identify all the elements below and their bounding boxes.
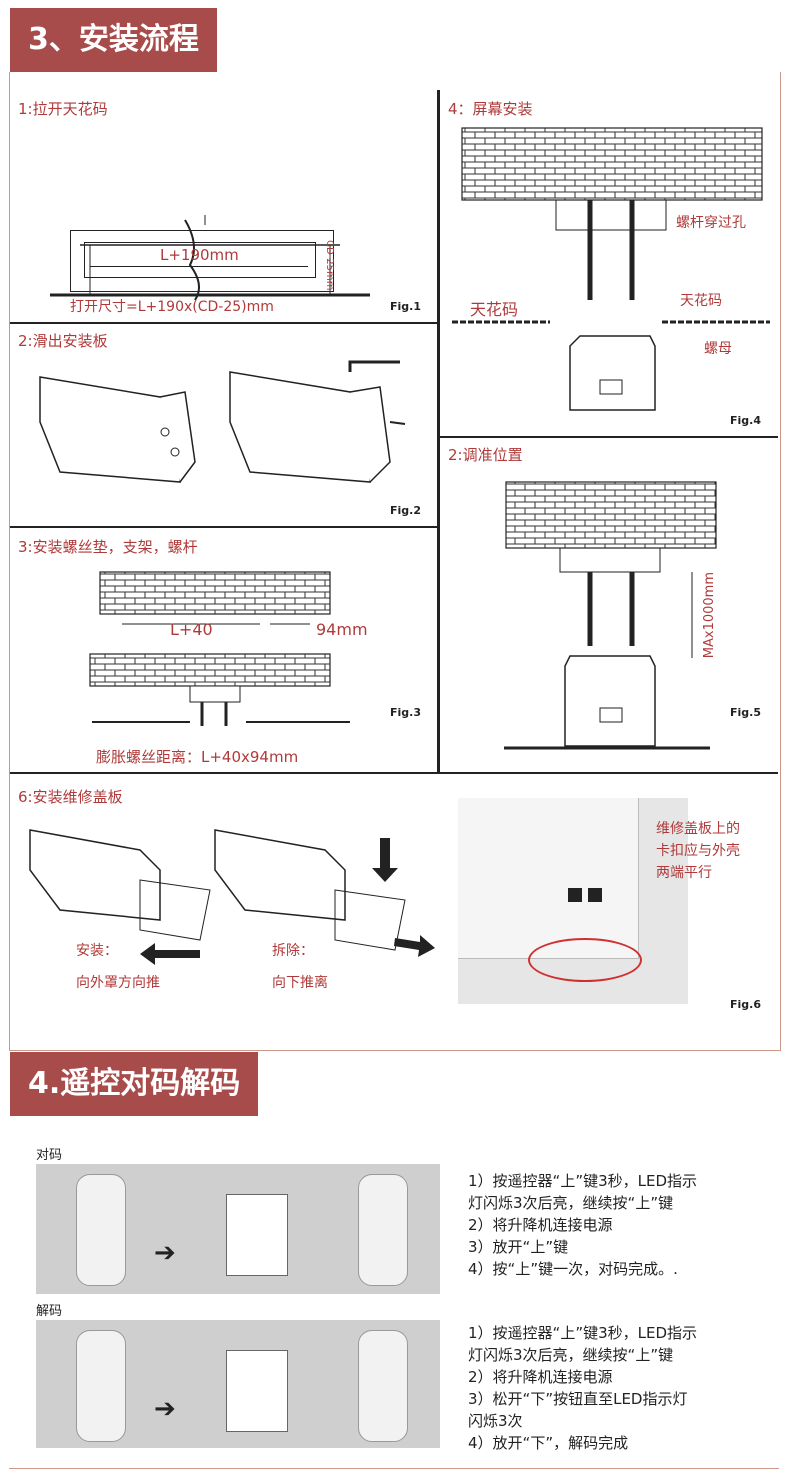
- fig4-nut-label: 螺母: [704, 341, 732, 357]
- fig6-diagram: [29, 829, 435, 965]
- fig1-label: Fig.1: [390, 300, 421, 313]
- fig1-dim-label: L+190mm: [160, 246, 239, 264]
- fig6-photo: [458, 798, 688, 1004]
- fig5-diagram: [504, 481, 717, 750]
- fig2-diagram: [39, 360, 406, 483]
- unpairing-header: 解码: [36, 1304, 63, 1319]
- fig4-ceiling-left: 天花码: [470, 300, 519, 319]
- fig6-note-line-1: 维修盖板上的: [656, 821, 740, 837]
- fig1-dim-arrow: [90, 266, 308, 267]
- fig4-title: 4：屏幕安装: [448, 100, 533, 118]
- pairing-step-3: 3）放开“上”键: [468, 1238, 569, 1256]
- fig6-title: 6:安装维修盖板: [18, 788, 123, 806]
- fig1-opening-label: 打开尺寸=L+190x(CD-25)mm: [70, 299, 274, 315]
- fig3-panel: 3:安装螺丝垫，支架，螺杆 L+40 94mm 膨胀螺丝距离：L+40x94mm…: [10, 526, 440, 774]
- fig1-opening-box: [70, 230, 334, 292]
- fig1-inner-box: [84, 242, 316, 278]
- pairing-arrow-1: ➔: [154, 1238, 176, 1268]
- unpairing-arrow-1: ➔: [154, 1394, 176, 1424]
- fig6-remove-label: 拆除：: [272, 943, 314, 959]
- pairing-step-4: 4）按“上”键一次，对码完成。.: [468, 1260, 678, 1278]
- pairing-outlet: [226, 1194, 288, 1276]
- fig3-diagram: [89, 571, 350, 726]
- fig3-label: Fig.3: [390, 706, 421, 719]
- fig3-title: 3:安装螺丝垫，支架，螺杆: [18, 538, 198, 556]
- unpairing-outlet: [226, 1350, 288, 1432]
- fig6-remove-desc: 向下推离: [272, 975, 328, 991]
- fig4-panel: 4：屏幕安装 螺杆穿过孔 天花码 天花码 螺母 Fig.4: [440, 90, 778, 438]
- unpairing-step-4: 4）放开“下”，解码完成: [468, 1434, 629, 1452]
- unpairing-step-3b: 闪烁3次: [468, 1412, 523, 1430]
- pairing-step-2: 2）将升降机连接电源: [468, 1216, 613, 1234]
- fig2-panel: 2:滑出安装板 Fig.2: [10, 322, 440, 528]
- section-3-title: 3、安装流程: [10, 8, 217, 72]
- panel-divider: [437, 90, 439, 772]
- fig6-note-line-3: 两端平行: [656, 865, 712, 881]
- fig6-note-line-2: 卡扣应与外壳: [656, 843, 740, 859]
- fig1-title: 1:拉开天花码: [18, 100, 108, 118]
- unpairing-step-1: 1）按遥控器“上”键3秒，LED指示: [468, 1324, 698, 1342]
- fig3-l40-label: L+40: [170, 620, 213, 639]
- fig3-note: 膨胀螺丝距离：L+40x94mm: [96, 748, 299, 766]
- fig1-panel: 1:拉开天花码 L+190mm CD-25mm 打开尺寸=L+190x(CD-2…: [10, 90, 440, 324]
- fig4-diagram: [452, 127, 770, 411]
- fig6-port-1: [568, 888, 582, 902]
- fig6-install-label: 安装：: [76, 943, 118, 959]
- fig5-label: Fig.5: [730, 706, 761, 719]
- fig6-housing: [458, 798, 639, 959]
- pairing-illustration: ➔: [36, 1164, 440, 1294]
- pairing-step-1: 1）按遥控器“上”键3秒，LED指示: [468, 1172, 698, 1190]
- pairing-remote-2: [358, 1174, 408, 1286]
- unpairing-remote-2: [358, 1330, 408, 1442]
- pairing-remote-1: [76, 1174, 126, 1286]
- fig6-panel: 6:安装维修盖板 安装： 向外罩方向推 拆除： 向下推离 维修盖板上的 卡扣应与…: [10, 772, 778, 1050]
- fig1-diagram: [50, 215, 370, 301]
- pairing-header: 对码: [36, 1148, 63, 1163]
- fig2-label: Fig.2: [390, 504, 421, 517]
- unpairing-step-1b: 灯闪烁3次后亮，继续按“上”键: [468, 1346, 674, 1364]
- fig5-title: 2:调准位置: [448, 446, 523, 464]
- fig4-label: Fig.4: [730, 414, 761, 427]
- fig4-ceiling-right: 天花码: [680, 293, 722, 309]
- fig6-install-desc: 向外罩方向推: [76, 975, 160, 991]
- unpairing-step-3: 3）松开“下”按钮直至LED指示灯: [468, 1390, 688, 1408]
- section-4-title: 4.遥控对码解码: [10, 1052, 259, 1116]
- fig6-port-2: [588, 888, 602, 902]
- unpairing-remote-1: [76, 1330, 126, 1442]
- fig1-cd-label: CD-25mm: [324, 240, 335, 291]
- section-3-frame: [9, 72, 781, 1051]
- fig4-hole-label: 螺杆穿过孔: [676, 215, 746, 231]
- fig5-max-label: MAx1000mm: [702, 572, 717, 659]
- bottom-rule: [9, 1468, 779, 1469]
- fig2-title: 2:滑出安装板: [18, 332, 108, 350]
- fig3-94mm-label: 94mm: [316, 620, 368, 639]
- fig6-label: Fig.6: [730, 998, 761, 1011]
- fig6-highlight-ellipse: [528, 938, 642, 982]
- unpairing-illustration: ➔: [36, 1320, 440, 1448]
- pairing-step-1b: 灯闪烁3次后亮，继续按“上”键: [468, 1194, 674, 1212]
- fig5-panel: 2:调准位置 MAx1000mm Fig.5: [440, 436, 778, 774]
- unpairing-step-2: 2）将升降机连接电源: [468, 1368, 613, 1386]
